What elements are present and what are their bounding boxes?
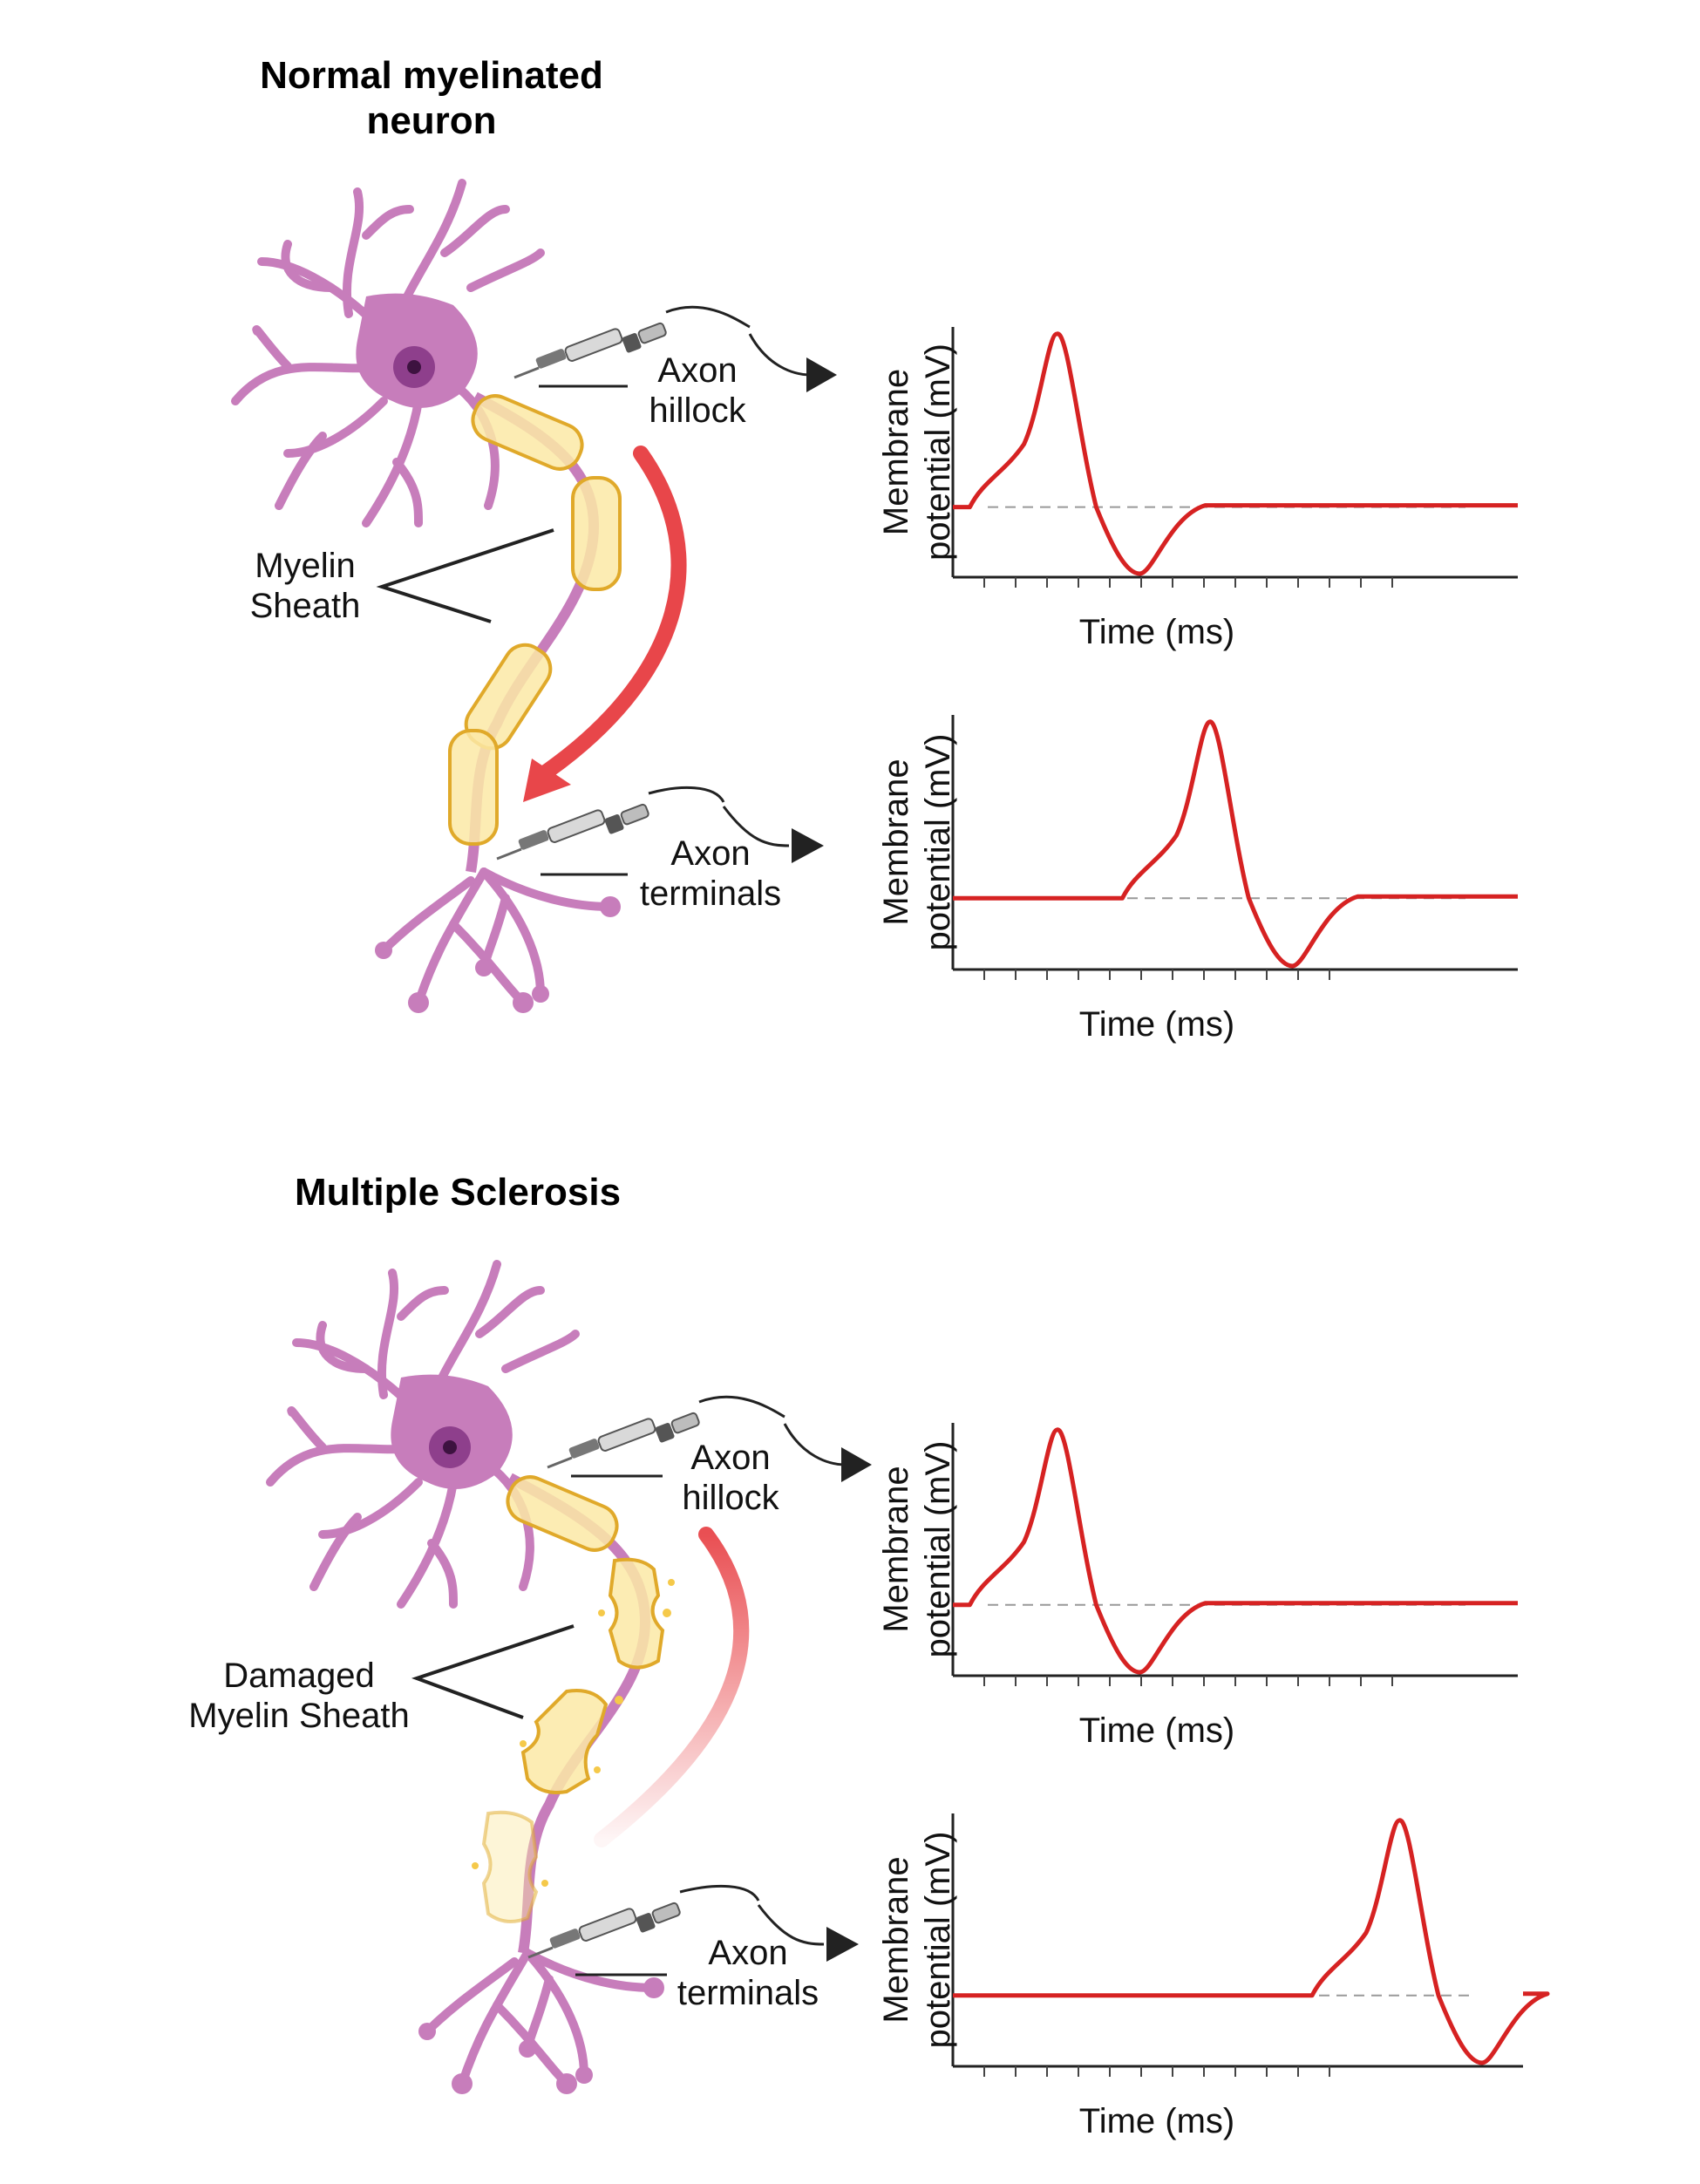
ms-myelin-label-line1: Damaged [223,1657,374,1695]
x-axis-label: Time (ms) [1079,1005,1234,1044]
x-axis-label: Time (ms) [1079,2102,1234,2140]
normal-neuron-panel: Normal myelinated neuron [231,54,837,1013]
y-axis-label-line2: potential (mV) [919,344,957,561]
normal-hillock-label-line2: hillock [649,391,746,430]
normal-hillock-label-line1: Axon [657,351,737,390]
ms-neuron-panel: Multiple Sclerosis [188,1171,872,2094]
normal-title-line1: Normal myelinated [260,54,603,97]
membrane-potential-trace [953,1818,1550,2065]
ms-title: Multiple Sclerosis [295,1171,621,1214]
normal-terminals-label-line1: Axon [670,834,750,873]
normal-neuron-illustration [231,179,837,1013]
ms-myelin-label-line2: Myelin Sheath [188,1697,409,1735]
x-axis-label: Time (ms) [1079,613,1234,651]
y-axis-label-line2: potential (mV) [919,1441,957,1658]
y-axis-label-line2: potential (mV) [919,1832,957,2049]
normal-myelin-label-line1: Myelin [255,547,356,585]
y-axis-label-line1: Membrane [877,369,915,535]
normal-terminals-label-line2: terminals [640,874,781,913]
y-axis-label-line1: Membrane [877,759,915,925]
membrane-potential-trace [953,719,1518,969]
normal-myelin-label-line2: Sheath [250,587,361,625]
membrane-potential-trace [953,331,1518,576]
ms-terminals-label-line2: terminals [677,1974,819,2012]
normal-title-line2: neuron [366,99,496,142]
y-axis-label-line2: potential (mV) [919,734,957,951]
y-axis-label-line1: Membrane [877,1856,915,2023]
ms-hillock-label-line2: hillock [682,1479,779,1517]
ms-terminals-label-line1: Axon [708,1934,787,1972]
x-axis-label: Time (ms) [1079,1711,1234,1750]
ms-neuron-illustration [266,1260,872,2094]
ms-hillock-label-line1: Axon [690,1439,770,1477]
y-axis-label-line1: Membrane [877,1466,915,1632]
membrane-potential-trace [953,1427,1518,1675]
